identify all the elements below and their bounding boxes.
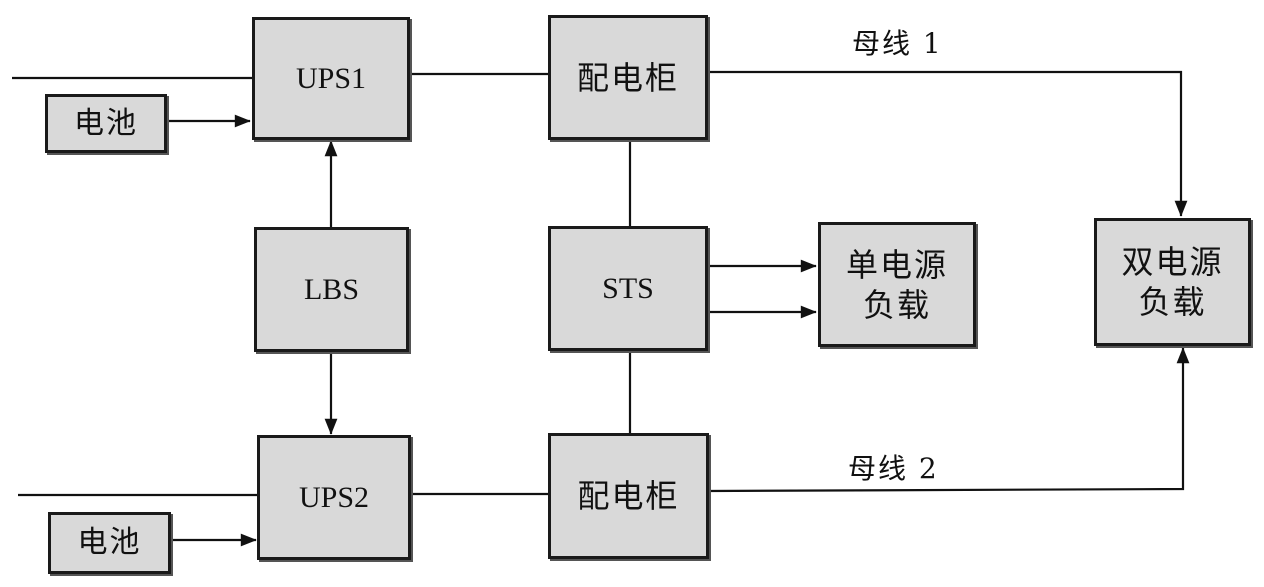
dual-power-load-line-1: 双电源 xyxy=(1121,243,1224,281)
ups2-label: UPS2 xyxy=(298,480,370,514)
single-power-load-line-2: 负载 xyxy=(862,285,931,324)
dual-power-load-box: 双电源 负载 xyxy=(1094,218,1251,346)
distribution-cabinet-2-label: 配电柜 xyxy=(577,477,680,515)
battery-1-box: 电池 xyxy=(45,94,167,153)
battery-2-label: 电池 xyxy=(77,525,142,561)
single-power-load-line-1: 单电源 xyxy=(845,245,948,284)
lbs-box: LBS xyxy=(254,227,409,352)
battery-1-label: 电池 xyxy=(74,105,138,141)
distribution-cabinet-1-label: 配电柜 xyxy=(576,58,679,97)
battery-2-box: 电池 xyxy=(48,512,171,574)
ups2-box: UPS2 xyxy=(257,435,411,560)
bus-1-label: 母线 1 xyxy=(852,27,943,60)
ups1-label: UPS1 xyxy=(295,61,367,95)
ups1-box: UPS1 xyxy=(252,17,410,140)
distribution-cabinet-1-box: 配电柜 xyxy=(548,15,708,140)
distribution-cabinet-2-box: 配电柜 xyxy=(548,433,709,559)
dual-power-load-line-2: 负载 xyxy=(1138,283,1207,321)
bus-2-label: 母线 2 xyxy=(848,452,939,485)
sts-label: STS xyxy=(602,271,654,305)
sts-box: STS xyxy=(548,226,708,351)
single-power-load-box: 单电源 负载 xyxy=(818,222,976,347)
lbs-label: LBS xyxy=(303,272,360,306)
bus2-line xyxy=(707,347,1190,493)
bus1-line xyxy=(708,70,1188,217)
